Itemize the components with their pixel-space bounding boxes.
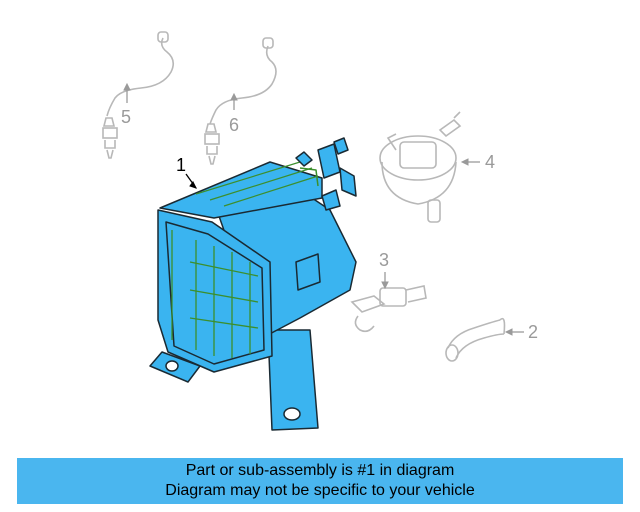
part-1-canister [149,137,357,431]
callout-2: 2 [528,322,539,342]
callout-3: 3 [379,250,390,270]
banner-line-disclaimer: Diagram may not be specific to your vehi… [165,482,475,499]
callout-4: 4 [485,152,496,172]
part-5-oxygen-sensor [102,31,175,159]
banner-line-part-number: Part or sub-assembly is #1 in diagram [185,462,455,479]
callout-6: 6 [229,115,240,135]
part-4-purge-valve [379,111,462,223]
callout-5: 5 [121,107,132,127]
part-3-vent-valve [350,285,427,333]
info-banner: Part or sub-assembly is #1 in diagram Di… [17,458,623,504]
part-6-oxygen-sensor [204,37,277,165]
callout-1: 1 [176,155,187,175]
parts-diagram [102,31,524,431]
callout-leaders [123,82,524,336]
part-2-hose [445,317,506,362]
